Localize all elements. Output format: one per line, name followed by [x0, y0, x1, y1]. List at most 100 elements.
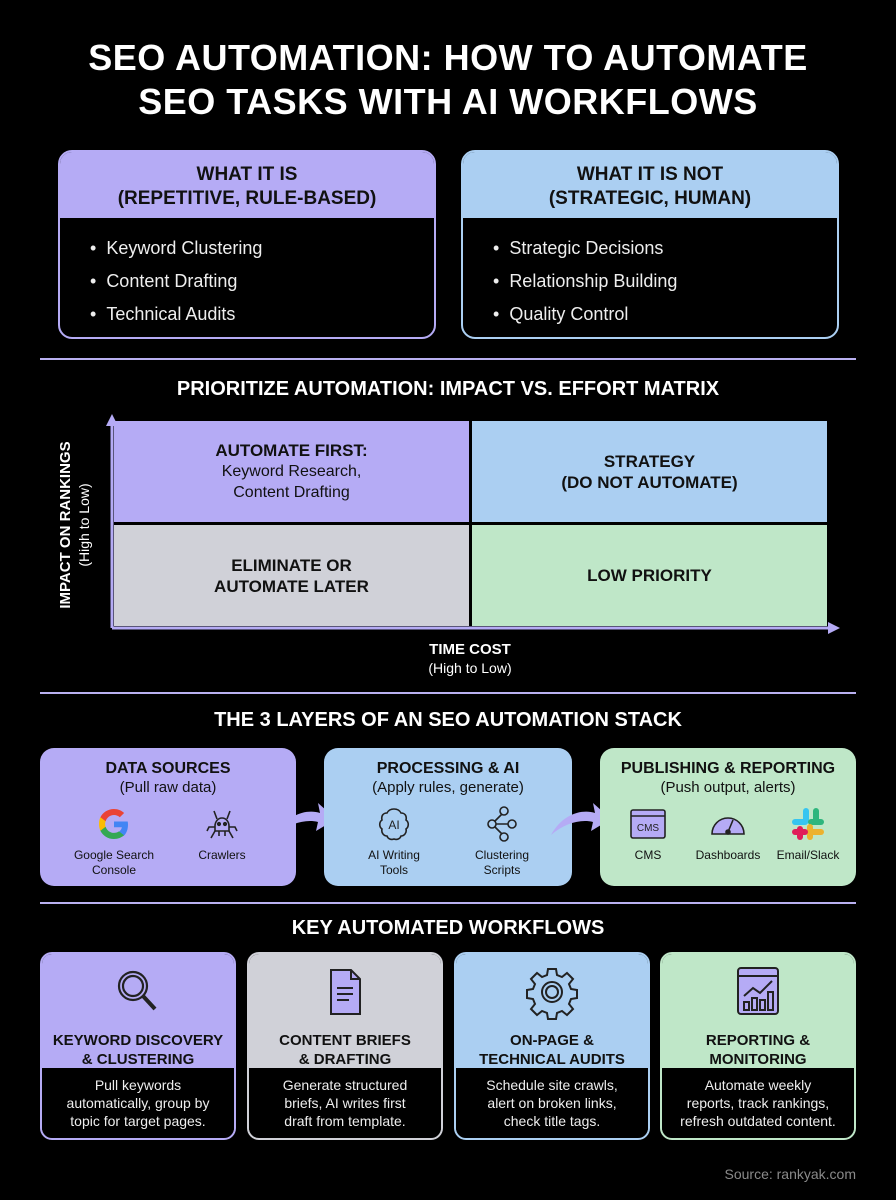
quadrant-eliminate: ELIMINATE OR AUTOMATE LATER	[114, 525, 469, 626]
tool-clustering-scripts: Clustering Scripts	[459, 804, 545, 878]
quadrant-title: AUTOMATE FIRST:	[215, 441, 368, 460]
tool-label: Google Search	[73, 848, 155, 862]
tool-label: CMS	[634, 848, 662, 862]
gear-icon	[526, 968, 578, 1020]
workflow-title: & DRAFTING	[298, 1051, 392, 1068]
quadrant-title: STRATEGY	[603, 451, 696, 471]
workflow-desc: Schedule site crawls,	[486, 1077, 618, 1093]
workflow-desc: briefs, AI writes first	[284, 1095, 406, 1111]
quadrant-strategy: STRATEGY (DO NOT AUTOMATE)	[472, 421, 827, 522]
workflow-title: MONITORING	[709, 1051, 807, 1068]
page-title: SEO AUTOMATION: HOW TO AUTOMATE SEO TASK…	[0, 36, 896, 124]
x-axis-arrow-icon	[828, 622, 840, 634]
tool-label: Dashboards	[695, 848, 761, 862]
list-item: Content Drafting	[90, 265, 434, 298]
slack-icon	[792, 808, 824, 840]
workflow-desc: Automate weekly	[704, 1077, 812, 1093]
tool-label: Scripts	[483, 863, 521, 877]
list-item: Keyword Clustering	[90, 232, 434, 265]
card-title: WHAT IT IS	[196, 164, 298, 185]
workflow-desc: Generate structured	[282, 1077, 408, 1093]
tool-label: Clustering	[474, 848, 530, 862]
crawler-bug-icon	[206, 810, 238, 839]
tool-email-slack: Email/Slack	[768, 804, 848, 863]
layer-data-sources: DATA SOURCES (Pull raw data) Google Sear…	[40, 748, 296, 886]
tool-ai-writing: AI AI Writing Tools	[351, 804, 437, 878]
layer-subtitle: (Pull raw data)	[119, 779, 217, 796]
cluster-nodes-icon	[487, 806, 517, 842]
layer-title: PROCESSING & AI	[376, 760, 520, 777]
workflow-technical-audits: ON-PAGE & TECHNICAL AUDITS Schedule site…	[454, 952, 650, 1140]
list-item: Quality Control	[493, 298, 837, 331]
workflow-title: CONTENT BRIEFS	[279, 1032, 411, 1049]
card-subtitle: (STRATEGIC, HUMAN)	[548, 188, 752, 209]
layer-title: PUBLISHING & REPORTING	[620, 760, 836, 777]
cms-window-icon: CMS	[630, 809, 666, 839]
dashboard-gauge-icon	[711, 817, 745, 835]
workflow-reporting-monitoring: REPORTING & MONITORING Automate weekly r…	[660, 952, 856, 1140]
tool-label: Tools	[379, 863, 408, 877]
chart-window-icon	[737, 967, 779, 1015]
ai-brain-icon: AI	[378, 808, 410, 841]
workflows-heading: KEY AUTOMATED WORKFLOWS	[291, 917, 605, 939]
workflow-desc: Pull keywords	[94, 1077, 182, 1093]
workflow-desc: draft from template.	[284, 1113, 406, 1129]
list-item: Strategic Decisions	[493, 232, 837, 265]
layer-subtitle: (Push output, alerts)	[660, 779, 796, 796]
workflow-title: ON-PAGE &	[510, 1032, 594, 1049]
arrow-right-icon	[276, 803, 336, 835]
workflow-desc: automatically, group by	[66, 1095, 210, 1111]
quadrant-title: ELIMINATE OR	[231, 555, 352, 575]
workflow-desc: topic for target pages.	[70, 1113, 206, 1129]
divider	[40, 358, 856, 360]
svg-text:CMS: CMS	[637, 823, 660, 834]
y-axis-title: IMPACT ON RANKINGS	[57, 441, 74, 609]
tool-google-search-console: Google Search Console	[71, 804, 157, 878]
tool-label: AI Writing	[368, 848, 420, 862]
workflow-content-briefs: CONTENT BRIEFS & DRAFTING Generate struc…	[247, 952, 443, 1140]
quadrant-text: Content Drafting	[233, 484, 350, 501]
quadrant-title: (DO NOT AUTOMATE)	[561, 472, 738, 492]
magnifier-icon	[117, 970, 157, 1011]
layer-publishing-reporting: PUBLISHING & REPORTING (Push output, ale…	[600, 748, 856, 886]
what-it-is-not-card: WHAT IT IS NOT (STRATEGIC, HUMAN) Strate…	[461, 150, 839, 339]
x-axis-label: TIME COST (High to Low)	[370, 640, 570, 678]
quadrant-text: Keyword Research,	[221, 463, 362, 480]
what-it-is-not-header: WHAT IT IS NOT (STRATEGIC, HUMAN)	[463, 152, 837, 218]
matrix-heading: PRIORITIZE AUTOMATION: IMPACT VS. EFFORT…	[176, 378, 720, 400]
workflow-title: & CLUSTERING	[81, 1051, 195, 1068]
workflow-title: KEYWORD DISCOVERY	[52, 1032, 224, 1049]
svg-text:AI: AI	[388, 818, 399, 832]
list-item: Technical Audits	[90, 298, 434, 331]
x-axis-subtitle: (High to Low)	[428, 660, 512, 676]
quadrant-automate-first: AUTOMATE FIRST: Keyword Research, Conten…	[114, 421, 469, 522]
quadrant-title: LOW PRIORITY	[587, 566, 712, 585]
layers-heading: THE 3 LAYERS OF AN SEO AUTOMATION STACK	[214, 709, 682, 731]
quadrant-low-priority: LOW PRIORITY	[472, 525, 827, 626]
title-line-1: SEO AUTOMATION: HOW TO AUTOMATE	[88, 37, 808, 78]
workflow-keyword-discovery: KEYWORD DISCOVERY & CLUSTERING Pull keyw…	[40, 952, 236, 1140]
workflow-desc: refresh outdated content.	[680, 1113, 836, 1129]
tool-label: Console	[91, 863, 137, 877]
tool-cms: CMS CMS	[608, 804, 688, 863]
tool-dashboards: Dashboards	[688, 804, 768, 863]
y-axis-subtitle: (High to Low)	[76, 483, 92, 567]
matrix-axes	[106, 414, 840, 634]
layer-processing-ai: PROCESSING & AI (Apply rules, generate) …	[324, 748, 572, 886]
divider	[40, 902, 856, 904]
title-line-2: SEO TASKS WITH AI WORKFLOWS	[138, 81, 758, 122]
tool-label: Crawlers	[198, 848, 246, 862]
layer-title: DATA SOURCES	[105, 760, 231, 777]
google-icon	[99, 809, 128, 839]
workflow-desc: check title tags.	[503, 1113, 601, 1129]
tool-label: Email/Slack	[776, 848, 840, 862]
layer-subtitle: (Apply rules, generate)	[372, 779, 524, 796]
workflow-title: REPORTING &	[705, 1032, 811, 1049]
workflow-title: TECHNICAL AUDITS	[479, 1051, 625, 1068]
card-title: WHAT IT IS NOT	[576, 164, 724, 185]
tool-crawlers: Crawlers	[179, 804, 265, 878]
workflow-desc: alert on broken links,	[487, 1095, 617, 1111]
quadrant-title: AUTOMATE LATER	[214, 576, 369, 596]
divider	[40, 692, 856, 694]
source-credit: Source: rankyak.com	[724, 1166, 857, 1182]
